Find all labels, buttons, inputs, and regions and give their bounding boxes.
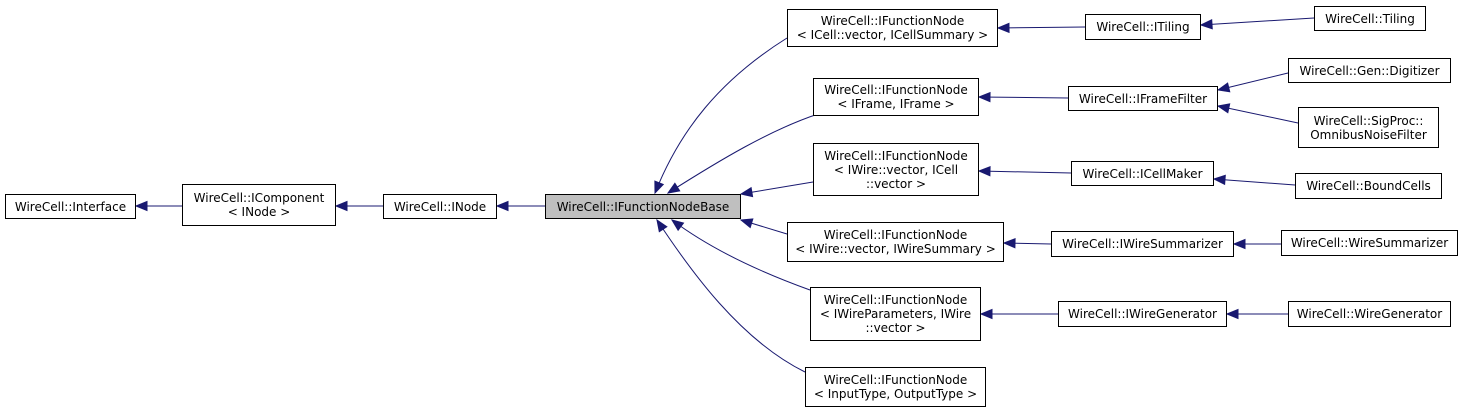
edge-boundcells-icellmaker-arrowhead	[1212, 174, 1226, 186]
node-label: WireCell::BoundCells	[1306, 179, 1431, 193]
node-wiregenerator[interactable]: WireCell::WireGenerator	[1288, 301, 1451, 327]
edge-fn-wire-params-base-arrowhead	[670, 219, 685, 232]
node-wiresummarizer[interactable]: WireCell::WireSummarizer	[1281, 230, 1458, 256]
edge-itiling-fn-cell	[997, 26, 1086, 29]
edge-iwiresummarizer-fn-wire-summary-arrowhead	[1002, 238, 1016, 249]
edge-inode-icomponent-arrowhead	[334, 200, 348, 212]
edge-boundcells-icellmaker	[1213, 178, 1296, 186]
node-label: WireCell::IFunctionNode	[823, 373, 968, 387]
node-label: WireCell::Interface	[14, 199, 127, 214]
node-label: ::vector >	[865, 321, 926, 335]
edge-icomponent-interface-arrowhead	[134, 200, 148, 212]
node-iframefilter[interactable]: WireCell::IFrameFilter	[1068, 86, 1218, 111]
node-gen-digitizer[interactable]: WireCell::Gen::Digitizer	[1288, 58, 1451, 83]
edge-omnibus-iframefilter-arrowhead	[1216, 103, 1231, 114]
edge-fn-wire-params-base	[671, 219, 811, 291]
edge-fn-wire-summary-base-arrowhead	[739, 218, 754, 229]
node-inode[interactable]: WireCell::INode	[383, 194, 497, 219]
edge-omnibus-iframefilter	[1217, 105, 1299, 124]
node-label: WireCell::IFunctionNode	[820, 14, 965, 28]
edge-iframefilter-fn-frame	[978, 96, 1069, 99]
node-label: < IWire::vector, IWireSummary >	[795, 242, 996, 256]
edge-icellmaker-fn-wire-cell-arrowhead	[977, 166, 991, 177]
edge-fn-input-output-base-arrowhead	[656, 218, 668, 233]
node-icomponent[interactable]: WireCell::IComponent < INode >	[182, 184, 336, 226]
node-label: WireCell::Tiling	[1325, 11, 1415, 26]
node-label: < IWire::vector, ICell	[833, 162, 959, 177]
node-label: WireCell::IFunctionNodeBase	[556, 199, 730, 214]
edge-tiling-itiling-arrowhead	[1199, 19, 1213, 30]
node-label: < InputType, OutputType >	[813, 387, 978, 401]
edge-wiregenerator-iwiregenerator-arrowhead	[1225, 308, 1239, 320]
node-label: WireCell::IFunctionNode	[824, 83, 968, 97]
edge-fn-frame-base	[667, 113, 819, 194]
edge-wiresummarizer-iwiresummarizer-arrowhead	[1232, 238, 1246, 250]
node-label: < ICell::vector, ICellSummary >	[796, 28, 989, 42]
edge-fn-wire-cell-base-arrowhead	[739, 186, 754, 198]
node-omnibus-noise-filter[interactable]: WireCell::SigProc:: OmnibusNoiseFilter	[1298, 107, 1439, 148]
node-label: WireCell::WireGenerator	[1296, 307, 1443, 321]
node-label: WireCell::IFunctionNode	[824, 148, 968, 163]
node-ifunctionnode-wire-cell[interactable]: WireCell::IFunctionNode < IWire::vector,…	[813, 143, 979, 196]
edge-base-inode-arrowhead	[495, 200, 509, 212]
node-ifunctionnode-frame[interactable]: WireCell::IFunctionNode < IFrame, IFrame…	[813, 78, 979, 116]
node-label: OmnibusNoiseFilter	[1310, 127, 1427, 142]
edge-iwiregenerator-fn-wire-params-arrowhead	[979, 308, 993, 320]
node-iwiresummarizer[interactable]: WireCell::IWireSummarizer	[1051, 231, 1234, 257]
node-icellmaker[interactable]: WireCell::ICellMaker	[1071, 161, 1214, 186]
node-iwiregenerator[interactable]: WireCell::IWireGenerator	[1058, 301, 1227, 327]
node-label: WireCell::IFunctionNode	[823, 228, 968, 242]
node-label: WireCell::IComponent	[193, 191, 325, 205]
node-boundcells[interactable]: WireCell::BoundCells	[1295, 173, 1442, 199]
edge-fn-wire-cell-base	[740, 181, 814, 195]
edge-tiling-itiling	[1200, 17, 1315, 26]
node-ifunctionnodebase[interactable]: WireCell::IFunctionNodeBase	[545, 194, 741, 219]
edge-digitizer-iframefilter-arrowhead	[1216, 82, 1231, 93]
node-label: WireCell::IFrameFilter	[1078, 91, 1208, 106]
edge-digitizer-iframefilter	[1217, 72, 1289, 91]
edge-iframefilter-fn-frame-arrowhead	[977, 91, 991, 103]
node-ifunctionnode-wire-summary[interactable]: WireCell::IFunctionNode < IWire::vector,…	[787, 222, 1004, 262]
node-label: ::vector >	[865, 176, 927, 191]
node-label: WireCell::WireSummarizer	[1290, 236, 1449, 250]
edge-itiling-fn-cell-arrowhead	[996, 22, 1010, 34]
node-ifunctionnode-wire-params[interactable]: WireCell::IFunctionNode < IWireParameter…	[810, 287, 981, 341]
node-ifunctionnode-input-output[interactable]: WireCell::IFunctionNode < InputType, Out…	[805, 367, 986, 407]
node-ifunctionnode-cell[interactable]: WireCell::IFunctionNode < ICell::vector,…	[787, 9, 998, 47]
node-tiling[interactable]: WireCell::Tiling	[1314, 6, 1426, 31]
node-label: WireCell::IWireGenerator	[1068, 307, 1217, 321]
edge-fn-frame-base-arrowhead	[666, 182, 681, 194]
node-label: WireCell::INode	[393, 199, 487, 214]
node-interface[interactable]: WireCell::Interface	[5, 194, 136, 219]
node-label: < IFrame, IFrame >	[837, 97, 955, 111]
node-label: WireCell::ITiling	[1096, 20, 1190, 34]
edge-fn-cell-base-arrowhead	[654, 180, 665, 195]
edge-fn-input-output-base	[656, 219, 806, 373]
node-label: < INode >	[227, 205, 291, 219]
node-itiling[interactable]: WireCell::ITiling	[1085, 14, 1201, 40]
edge-fn-cell-base	[654, 37, 788, 194]
node-label: WireCell::Gen::Digitizer	[1299, 63, 1440, 78]
edge-icellmaker-fn-wire-cell	[978, 170, 1072, 174]
node-label: WireCell::IWireSummarizer	[1062, 237, 1223, 251]
node-label: WireCell::IFunctionNode	[823, 293, 968, 307]
node-label: WireCell::SigProc::	[1313, 113, 1424, 128]
node-label: WireCell::ICellMaker	[1082, 166, 1203, 181]
node-label: < IWireParameters, IWire	[819, 307, 972, 321]
